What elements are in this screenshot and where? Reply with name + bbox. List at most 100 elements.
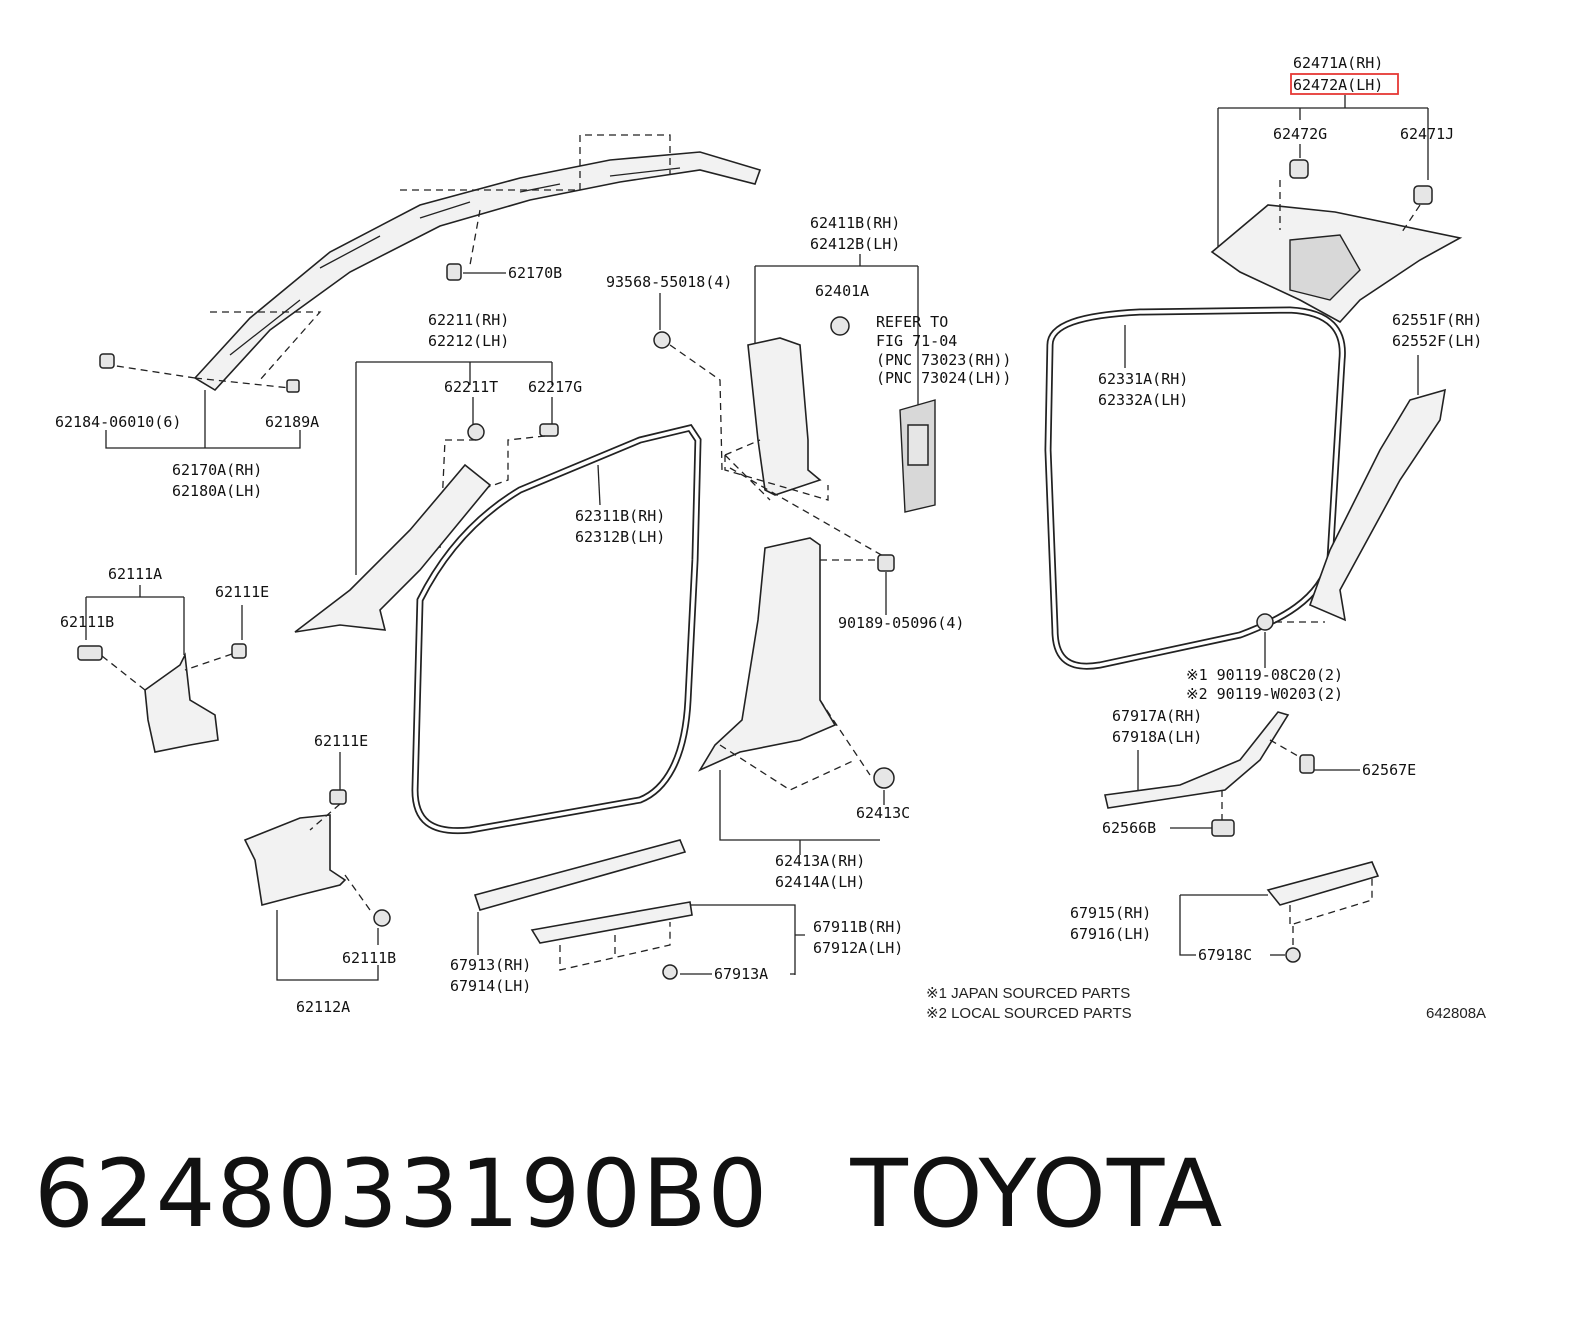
clip-67918C-icon — [1285, 947, 1301, 963]
kick-panel — [243, 814, 347, 906]
brand-name: TOYOTA — [850, 1140, 1224, 1249]
rear-scuff-group: 67915(RH) 67916(LH) 67918C — [1070, 861, 1380, 964]
part-number: 6248033190B0 — [34, 1140, 769, 1249]
label-62472G: 62472G — [1273, 125, 1327, 143]
label-62111B-bot: 62111B — [342, 949, 396, 967]
label-67913A: 67913A — [714, 965, 768, 983]
label-refer1: REFER TO — [876, 313, 948, 331]
label-62331A: 62331A(RH) — [1098, 370, 1188, 388]
clip-62111B-top-icon — [77, 645, 103, 661]
cowl-side-trim — [144, 652, 219, 753]
diagram-ref-code: 642808A — [1426, 1005, 1486, 1022]
center-pillar-lower-group: 90189-05096(4) 62413C 62413A(RH) 62414A(… — [698, 537, 964, 891]
screw-90119-icon — [1256, 613, 1274, 631]
label-62184: 62184-06010(6) — [55, 413, 181, 431]
label-93568: 93568-55018(4) — [606, 273, 732, 291]
label-62471A: 62471A(RH) — [1293, 54, 1383, 72]
label-62414A: 62414A(LH) — [775, 873, 865, 891]
label-62312B: 62312B(LH) — [575, 528, 665, 546]
clip-90189-icon — [877, 554, 895, 572]
quarter-garnish-group: 62471A(RH) 62472A(LH) 62472G 62471J — [1210, 54, 1463, 324]
label-62413A: 62413A(RH) — [775, 852, 865, 870]
clip-62472G-icon — [1289, 159, 1309, 179]
roof-side-garnish — [193, 151, 762, 392]
clip-67913A-icon — [662, 964, 678, 980]
clip-62471J-icon — [1413, 185, 1433, 205]
footer-caption: 6248033190B0 TOYOTA — [34, 1140, 1223, 1249]
label-67915: 67915(RH) — [1070, 904, 1151, 922]
label-refer3: (PNC 73023(RH)) — [876, 351, 1011, 369]
label-90119b: ※2 90119-W0203(2) — [1186, 685, 1343, 703]
center-pillar-upper — [747, 337, 822, 496]
label-67913-RH: 67913(RH) — [450, 956, 531, 974]
label-62413C: 62413C — [856, 804, 910, 822]
front-pillar-group: 62211(RH) 62212(LH) 62211T 62217G — [294, 311, 582, 633]
front-scuff-plate-outer — [530, 901, 693, 944]
label-62180A: 62180A(LH) — [172, 482, 262, 500]
note-local-sourced: ※2 LOCAL SOURCED PARTS — [926, 1005, 1132, 1022]
clip-62413C-icon — [873, 767, 895, 789]
label-67917A: 67917A(RH) — [1112, 707, 1202, 725]
clip-62111E-bot-icon — [329, 789, 347, 805]
label-62311B: 62311B(RH) — [575, 507, 665, 525]
clip-62189A-icon — [286, 379, 300, 393]
label-62170A: 62170A(RH) — [172, 461, 262, 479]
rear-opening-trim-group: 67917A(RH) 67918A(LH) 62567E 62566B — [1102, 707, 1416, 837]
label-67916: 67916(LH) — [1070, 925, 1151, 943]
note-japan-sourced: ※1 JAPAN SOURCED PARTS — [926, 985, 1130, 1002]
label-refer4: (PNC 73024(LH)) — [876, 369, 1011, 387]
label-62211T: 62211T — [444, 378, 498, 396]
rear-door-weatherstrip — [1044, 306, 1346, 670]
kick-panel-group: 62111E 62111B 62112A — [243, 732, 396, 1016]
label-62189A: 62189A — [265, 413, 319, 431]
label-62111B-top: 62111B — [60, 613, 114, 631]
label-67918C: 67918C — [1198, 946, 1252, 964]
roof-side-garnish-group: 62170B 62184-06010(6) 62189A 62170A(RH) … — [55, 134, 762, 500]
bolt-93568-icon — [653, 331, 671, 349]
label-62566B: 62566B — [1102, 819, 1156, 837]
notes: ※1 JAPAN SOURCED PARTS ※2 LOCAL SOURCED … — [926, 985, 1486, 1022]
rear-pillar-lower-group: 62551F(RH) 62552F(LH) ※1 90119-08C20(2) … — [1186, 311, 1482, 703]
label-62472A: 62472A(LH) — [1293, 76, 1383, 94]
label-67918A: 67918A(LH) — [1112, 728, 1202, 746]
clip-62170B-icon — [446, 263, 462, 281]
label-62412B: 62412B(LH) — [810, 235, 900, 253]
clip-62111E-top-icon — [231, 643, 247, 659]
label-62211: 62211(RH) — [428, 311, 509, 329]
label-62170B: 62170B — [508, 264, 562, 282]
label-refer2: FIG 71-04 — [876, 332, 957, 350]
label-62552F: 62552F(LH) — [1392, 332, 1482, 350]
label-62401A: 62401A — [815, 282, 869, 300]
clip-62211T-icon — [467, 423, 485, 441]
clip-62217G-icon — [539, 423, 559, 437]
center-pillar-lower — [698, 537, 837, 772]
label-62411B: 62411B(RH) — [810, 214, 900, 232]
clip-62401A-icon — [830, 316, 850, 336]
cowl-side-trim-group: 62111A 62111B 62111E — [60, 565, 269, 753]
label-62112A: 62112A — [296, 998, 350, 1016]
rear-opening-trim — [1104, 711, 1290, 809]
front-pillar-garnish — [294, 463, 492, 633]
front-scuff-plate-inner — [473, 839, 687, 911]
label-62111E-bot: 62111E — [314, 732, 368, 750]
clip-62566B-icon — [1211, 819, 1235, 837]
label-67912A: 67912A(LH) — [813, 939, 903, 957]
rear-scuff-plate — [1266, 861, 1380, 906]
rear-pillar-lower-garnish — [1308, 388, 1446, 622]
highlight-box — [1290, 73, 1399, 95]
label-62212: 62212(LH) — [428, 332, 509, 350]
clip-62111B-bot-icon — [373, 909, 391, 927]
front-scuff-group: 67913(RH) 67914(LH) 67911B(RH) 67912A(LH… — [450, 839, 903, 995]
label-62471J: 62471J — [1400, 125, 1454, 143]
rear-door-weatherstrip-group: 62331A(RH) 62332A(LH) — [1044, 306, 1346, 670]
label-90119a: ※1 90119-08C20(2) — [1186, 666, 1343, 684]
label-62111E-top: 62111E — [215, 583, 269, 601]
label-62567E: 62567E — [1362, 761, 1416, 779]
label-67914-LH: 67914(LH) — [450, 977, 531, 995]
center-pillar-upper-group: 62411B(RH) 62412B(LH) 62401A 93568-55018… — [606, 214, 1011, 561]
label-62111A: 62111A — [108, 565, 162, 583]
label-62551F: 62551F(RH) — [1392, 311, 1482, 329]
label-67911B: 67911B(RH) — [813, 918, 903, 936]
label-62217G: 62217G — [528, 378, 582, 396]
